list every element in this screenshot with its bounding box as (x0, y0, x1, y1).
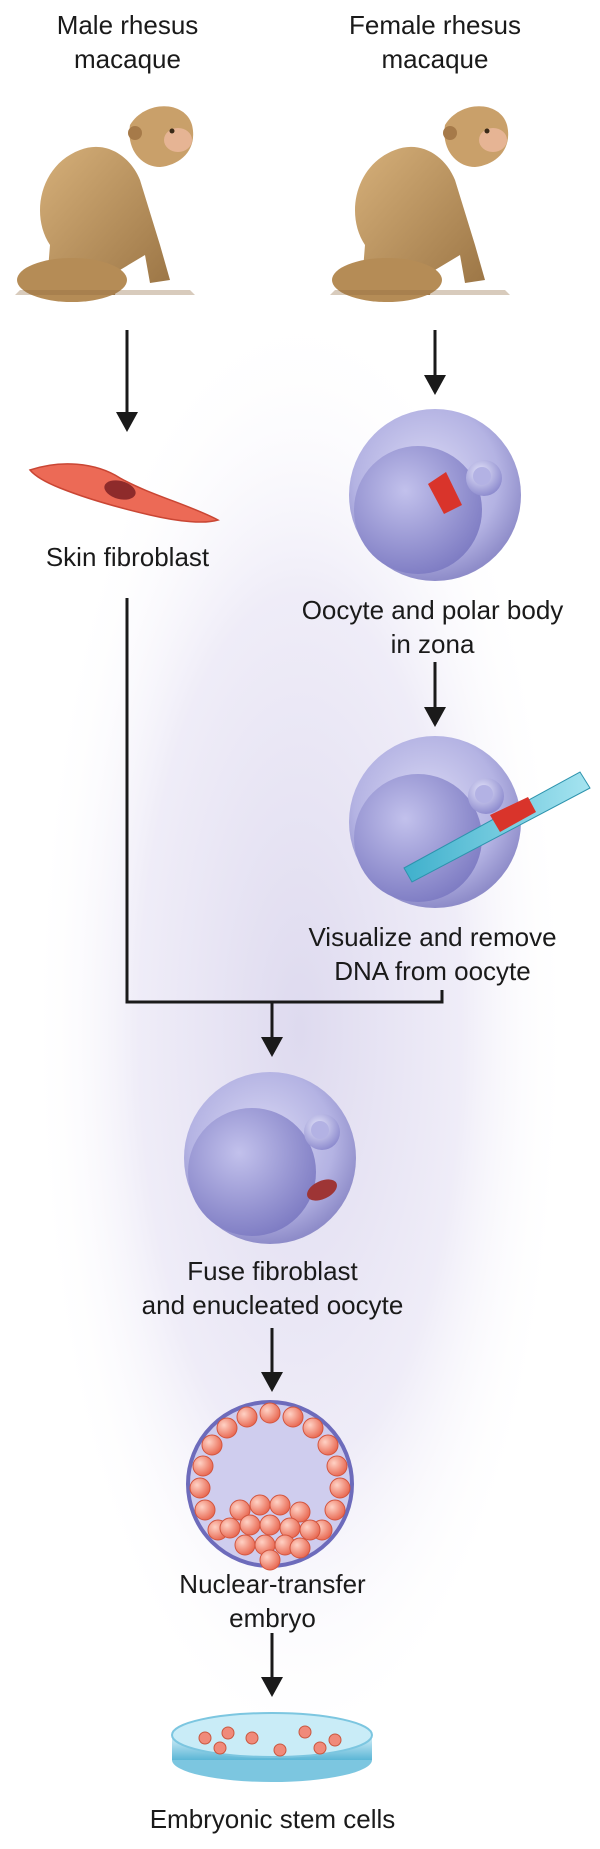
label-stem-cells-text: Embryonic stem cells (149, 1804, 396, 1834)
label-remove-line1: Visualize and remove (308, 922, 557, 952)
label-oocyte-line2: in zona (390, 629, 475, 659)
label-fuse-line1: Fuse fibroblast (187, 1256, 358, 1286)
label-remove: Visualize and remove DNA from oocyte (265, 920, 600, 988)
fused-oocyte-icon (184, 1072, 356, 1244)
label-embryo-line2: embryo (229, 1603, 316, 1633)
arrowhead-icon (261, 1677, 283, 1697)
label-fibroblast-text: Skin fibroblast (45, 542, 210, 572)
blastocyst-icon (186, 1400, 354, 1571)
stem-cell-colonies (198, 1725, 342, 1757)
arrowheads (116, 375, 446, 1697)
label-embryo: Nuclear-transfer embryo (100, 1567, 445, 1635)
petri-dish-icon (171, 1712, 373, 1782)
arrowhead-icon (424, 707, 446, 727)
arrowhead-icon (116, 412, 138, 432)
arrows (125, 330, 444, 1680)
label-male: Male rhesus macaque (20, 8, 235, 76)
label-fibroblast: Skin fibroblast (20, 540, 235, 574)
label-fuse-line2: and enucleated oocyte (141, 1290, 404, 1320)
label-female-line1: Female rhesus (349, 10, 521, 40)
arrowhead-icon (424, 375, 446, 395)
female-monkey-icon (330, 106, 510, 302)
oocyte-icon (349, 409, 521, 581)
label-embryo-line1: Nuclear-transfer (179, 1569, 366, 1599)
label-remove-line2: DNA from oocyte (334, 956, 531, 986)
arrowhead-icon (261, 1037, 283, 1057)
embryo-cells (189, 1402, 351, 1571)
oocyte-nucleus (428, 472, 462, 514)
label-male-line1: Male rhesus (56, 10, 199, 40)
label-fuse: Fuse fibroblast and enucleated oocyte (100, 1254, 445, 1322)
label-female: Female rhesus macaque (310, 8, 560, 76)
male-monkey-icon (15, 106, 195, 302)
enucleation-oocyte-icon (349, 736, 521, 908)
connector-right (272, 990, 444, 1004)
label-male-line2: macaque (74, 44, 181, 74)
label-stem-cells: Embryonic stem cells (100, 1802, 445, 1836)
label-female-line2: macaque (381, 44, 489, 74)
label-oocyte-line1: Oocyte and polar body (301, 595, 564, 625)
label-oocyte: Oocyte and polar body in zona (265, 593, 600, 661)
donor-nucleus (307, 1179, 337, 1201)
arrowhead-icon (261, 1372, 283, 1392)
connector-left (125, 598, 272, 1004)
fibroblast-cell-icon (28, 463, 220, 523)
micropipette-icon (403, 771, 591, 883)
